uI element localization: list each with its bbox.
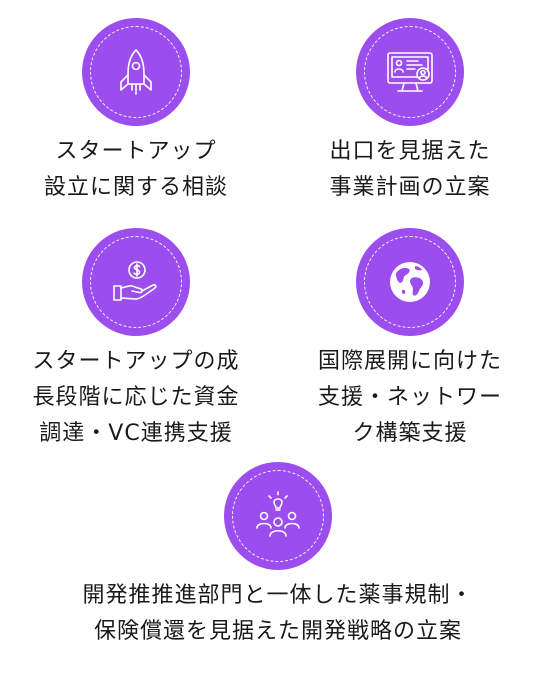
label-line: 国際展開に向けた	[317, 349, 502, 374]
label-line: 開発推推進部門と一体した薬事規制・	[82, 583, 474, 608]
service-label: スタートアップ 設立に関する相談	[44, 134, 228, 206]
label-line: スタートアップ	[55, 139, 217, 164]
globe-icon	[390, 262, 430, 302]
service-item-business-plan: 出口を見据えた 事業計画の立案	[290, 18, 530, 206]
label-line: 保険償還を見据えた開発戦略の立案	[93, 619, 462, 644]
label-line: 長段階に応じた資金	[32, 385, 240, 410]
service-label: 出口を見据えた 事業計画の立案	[329, 134, 490, 206]
label-line: スタートアップの成	[32, 349, 240, 374]
label-line: 支援・ネットワー	[317, 385, 502, 410]
icon-badge	[82, 18, 190, 126]
service-item-fundraising: スタートアップの成 長段階に応じた資金 調達・VC連携支援	[16, 228, 256, 452]
service-item-regulatory-strategy: 開発推推進部門と一体した薬事規制・ 保険償還を見据えた開発戦略の立案	[40, 462, 516, 650]
service-label: 国際展開に向けた 支援・ネットワー ク構築支援	[318, 344, 502, 452]
icon-badge	[224, 462, 332, 570]
service-label: 開発推推進部門と一体した薬事規制・ 保険償還を見据えた開発戦略の立案	[82, 578, 473, 650]
label-line: ク構築支援	[352, 421, 468, 446]
icon-badge	[82, 228, 190, 336]
computer-monitor-icon	[387, 52, 433, 92]
label-line: 事業計画の立案	[329, 175, 491, 200]
label-line: 設立に関する相談	[43, 175, 228, 200]
service-item-global-expansion: 国際展開に向けた 支援・ネットワー ク構築支援	[290, 228, 530, 452]
money-hand-icon	[113, 261, 157, 301]
icon-badge	[356, 18, 464, 126]
label-line: 出口を見据えた	[329, 139, 491, 164]
service-item-startup-setup: スタートアップ 設立に関する相談	[16, 18, 256, 206]
icon-badge	[356, 228, 464, 336]
rocket-icon	[120, 49, 152, 95]
service-label: スタートアップの成 長段階に応じた資金 調達・VC連携支援	[32, 344, 239, 452]
team-idea-icon	[256, 491, 300, 537]
label-line: 調達・VC連携支援	[39, 421, 233, 446]
